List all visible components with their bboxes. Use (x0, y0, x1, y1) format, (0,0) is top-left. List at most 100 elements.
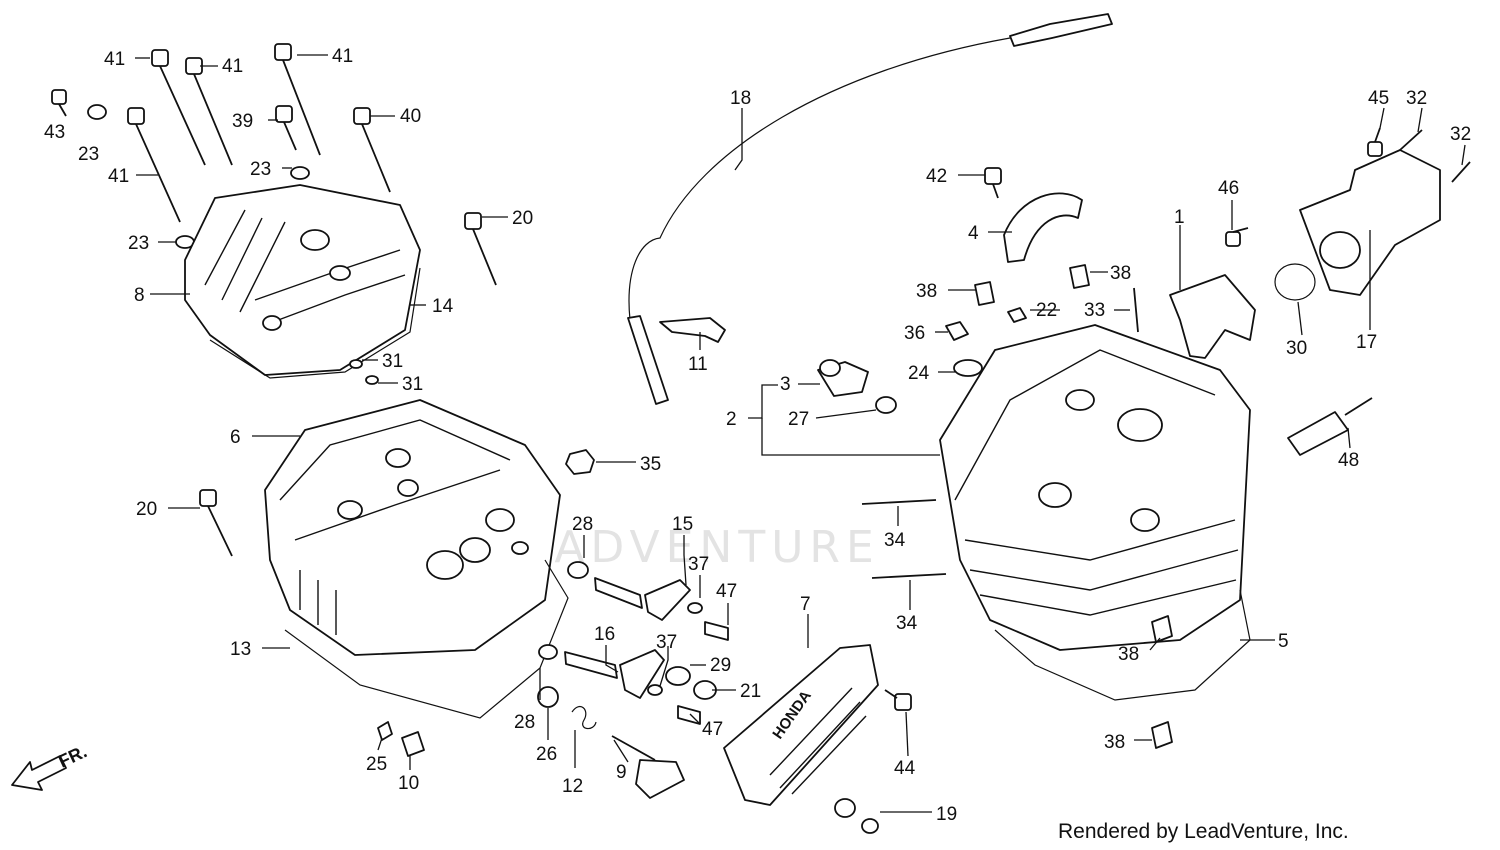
callout-20-b: 20 (136, 499, 157, 520)
callout-23-b: 23 (250, 159, 271, 180)
leader-lines (135, 54, 1466, 813)
bolt-43 (51, 89, 107, 120)
callout-23-c: 23 (128, 233, 149, 254)
callout-37-b: 37 (656, 632, 677, 653)
callout-43: 43 (44, 122, 65, 143)
callout-29: 29 (710, 655, 731, 676)
o-ring-31-a (349, 359, 363, 369)
callout-14: 14 (432, 296, 454, 317)
callout-41-c: 41 (332, 46, 353, 67)
callout-1: 1 (1174, 207, 1185, 228)
bolt-39 (275, 105, 297, 151)
nut-22 (1007, 307, 1027, 323)
callout-44: 44 (894, 758, 916, 779)
callout-18: 18 (730, 88, 751, 109)
cam-lever-9 (611, 735, 685, 799)
plate-10 (401, 731, 425, 757)
callout-26: 26 (536, 744, 557, 765)
o-ring-27 (875, 396, 897, 414)
bolt-44 (884, 689, 912, 711)
callout-5: 5 (1278, 631, 1289, 652)
callout-47-b: 47 (702, 719, 723, 740)
dowel-38-a (974, 281, 995, 306)
side-cover-7: HONDA (723, 644, 879, 806)
callout-17: 17 (1356, 332, 1377, 353)
callout-22: 22 (1036, 300, 1057, 321)
credit-line: Rendered by LeadVenture, Inc. (1058, 820, 1349, 843)
callout-39: 39 (232, 111, 253, 132)
bolt-40 (353, 107, 391, 193)
callout-12: 12 (562, 776, 583, 797)
spark-plug-48 (1287, 397, 1373, 456)
front-direction-indicator: FR. (11, 741, 90, 791)
callout-41-a: 41 (104, 49, 125, 70)
bolt-41-c (274, 43, 321, 156)
callout-7: 7 (800, 594, 811, 615)
bolt-46 (1225, 227, 1249, 247)
callout-2: 2 (726, 409, 737, 430)
callout-47-a: 47 (716, 581, 737, 602)
callout-24: 24 (908, 363, 930, 384)
bolt-20-b (199, 489, 233, 557)
stud-34-a (861, 499, 937, 505)
dowel-38-d (1151, 721, 1173, 749)
washer-24 (953, 359, 983, 377)
bracket-11 (659, 317, 726, 343)
callout-42: 42 (926, 166, 947, 187)
callout-36: 36 (904, 323, 925, 344)
head-cover (184, 184, 421, 376)
bolt-41-b (185, 57, 233, 166)
sensor-3 (817, 359, 869, 397)
callout-38-d: 38 (1104, 732, 1125, 753)
callout-13: 13 (230, 639, 251, 660)
bolt-45 (1367, 127, 1383, 157)
o-ring-30 (1274, 263, 1316, 301)
dowel-38-c (1151, 615, 1173, 643)
callout-38-b: 38 (1110, 263, 1131, 284)
callout-4: 4 (968, 223, 979, 244)
nut-36 (945, 321, 969, 341)
callout-20-a: 20 (512, 208, 533, 229)
cylinder-head-gasket-13 (284, 559, 569, 719)
rocker-arm-lower (538, 644, 717, 725)
bracket-1 (1169, 274, 1256, 359)
o-ring-31-b (365, 375, 379, 385)
callout-8: 8 (134, 285, 145, 306)
callout-37-a: 37 (688, 554, 709, 575)
cylinder-right (939, 324, 1251, 651)
callout-6: 6 (230, 427, 241, 448)
callout-21: 21 (740, 681, 761, 702)
callout-28-b: 28 (514, 712, 535, 733)
stud-33 (1133, 287, 1139, 333)
callout-19: 19 (936, 804, 957, 825)
callout-15: 15 (672, 514, 693, 535)
callout-32-b: 32 (1450, 124, 1471, 145)
cylinder-head-left (264, 399, 561, 656)
callout-32-a: 32 (1406, 88, 1427, 109)
rocker-arm-upper (567, 561, 729, 641)
cap-19 (834, 798, 879, 834)
stud-32-b (1451, 161, 1471, 183)
callout-38-a: 38 (916, 281, 937, 302)
callout-46: 46 (1218, 178, 1239, 199)
bolt-41-d (127, 107, 181, 223)
clip-25 (377, 721, 393, 741)
callout-31-a: 31 (382, 351, 403, 372)
bolt-20-a (464, 212, 497, 286)
stud-32-a (1399, 129, 1423, 151)
callout-28-a: 28 (572, 514, 593, 535)
callout-23-a: 23 (78, 144, 99, 165)
cylinder-base-gasket-5 (994, 589, 1251, 701)
callout-10: 10 (398, 773, 419, 794)
callout-25: 25 (366, 754, 387, 775)
clamp-4 (1003, 192, 1083, 263)
spring-12 (571, 706, 597, 730)
callout-16: 16 (594, 624, 615, 645)
callout-41-d: 41 (108, 166, 129, 187)
callout-48: 48 (1338, 450, 1359, 471)
callout-45: 45 (1368, 88, 1389, 109)
callout-41-b: 41 (222, 56, 243, 77)
bushing-26 (537, 686, 559, 708)
callout-27: 27 (788, 409, 809, 430)
